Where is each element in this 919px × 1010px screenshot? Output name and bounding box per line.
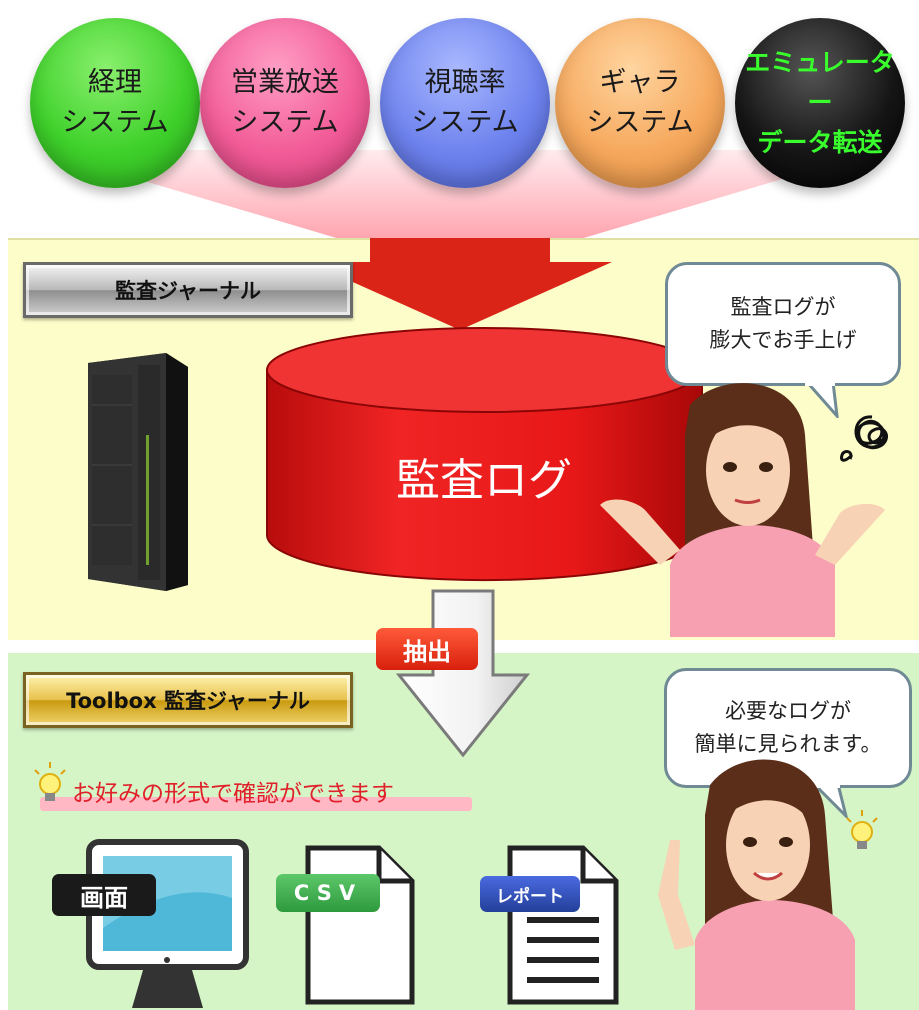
- tip-text: お好みの形式で確認ができます: [72, 781, 394, 807]
- audit-journal-title-text: 監査ジャーナル: [115, 279, 261, 303]
- toolbox-journal-title: Toolbox 監査ジャーナル: [23, 672, 353, 728]
- monitor-icon: [86, 839, 249, 1008]
- worried-woman-illustration: [600, 383, 885, 637]
- bubble-tail: [805, 382, 839, 418]
- speech-bubble-easy: 必要なログが 簡単に見られます。: [664, 668, 912, 788]
- audit-log-label: 監査ログ: [396, 455, 572, 506]
- system-ratings: 視聴率 システム: [380, 18, 550, 188]
- confused-scribble-icon: [840, 415, 888, 462]
- tip-highlight: [40, 797, 472, 811]
- bubble-easy-text: 必要なログが 簡単に見られます。: [694, 699, 882, 756]
- system-guarantee: ギャラ システム: [555, 18, 725, 188]
- csv-label: CSV: [293, 881, 363, 905]
- server-icon: [88, 353, 188, 591]
- lightbulb-idea-icon: [846, 810, 878, 849]
- system-accounting-label: 経理 システム: [61, 67, 169, 138]
- speech-bubble-overwhelmed: 監査ログが 膨大でお手上げ: [665, 262, 901, 386]
- report-document-icon: [507, 845, 619, 1005]
- funnel-arrow-overlap: [308, 238, 612, 330]
- extract-tag: 抽出: [376, 628, 478, 670]
- system-guarantee-label: ギャラ システム: [586, 67, 694, 138]
- system-sales-broadcast: 営業放送 システム: [200, 18, 370, 188]
- system-sales-label: 営業放送 システム: [231, 67, 339, 138]
- system-ratings-label: 視聴率 システム: [411, 67, 519, 138]
- happy-woman-illustration: [658, 759, 855, 1010]
- extract-arrow: [395, 589, 531, 758]
- audit-log-database: 監査ログ: [266, 327, 703, 582]
- bubble-tail-bottom: [812, 784, 849, 818]
- report-label: レポート: [496, 886, 564, 907]
- screen-label: 画面: [80, 883, 128, 912]
- system-emulator-label: エミュレーター データ転送: [745, 48, 895, 157]
- csv-tag: CSV: [276, 874, 380, 912]
- csv-document-icon: [305, 845, 415, 1005]
- report-tag: レポート: [480, 876, 580, 912]
- extract-label: 抽出: [403, 637, 451, 666]
- system-accounting: 経理 システム: [30, 18, 200, 188]
- lightbulb-icon: [34, 762, 66, 801]
- audit-journal-title: 監査ジャーナル: [23, 262, 353, 318]
- bubble-overwhelmed-text: 監査ログが 膨大でお手上げ: [709, 295, 857, 352]
- toolbox-journal-title-text: Toolbox 監査ジャーナル: [66, 689, 310, 713]
- system-emulator-transfer: エミュレーター データ転送: [735, 18, 905, 188]
- screen-tag: 画面: [52, 874, 156, 916]
